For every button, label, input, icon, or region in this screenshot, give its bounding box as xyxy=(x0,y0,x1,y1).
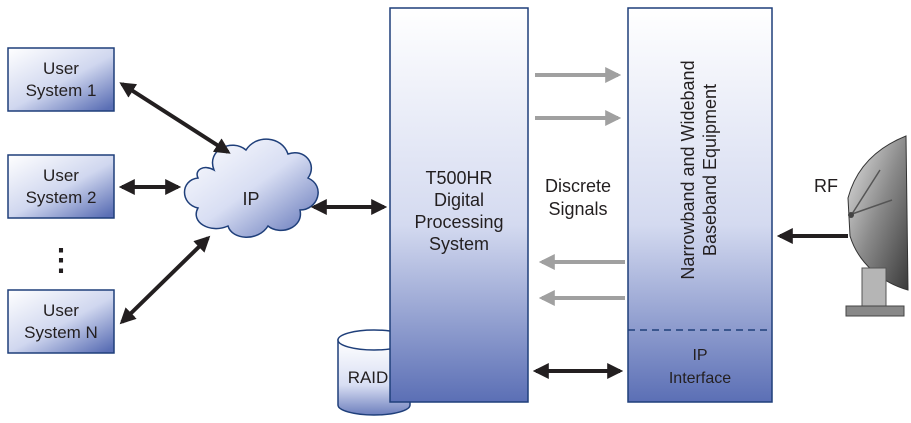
baseband-line1: Narrowband and Wideband xyxy=(678,60,698,279)
baseband-box: Narrowband and Wideband Baseband Equipme… xyxy=(627,7,773,403)
user-system-n-box: User System N xyxy=(7,289,115,354)
processor-box: T500HR Digital Processing System xyxy=(389,7,529,403)
processor-line4: System xyxy=(429,234,489,254)
rf-label: RF xyxy=(814,176,838,196)
baseband-line2: Baseband Equipment xyxy=(700,84,720,256)
user-system-2-box: User System 2 xyxy=(7,154,115,219)
ip-interface-line2: Interface xyxy=(669,370,731,387)
user-system-1-box: User System 1 xyxy=(7,47,115,112)
discrete-line2: Signals xyxy=(548,199,607,219)
discrete-line1: Discrete xyxy=(545,176,611,196)
user-system-n-line2: System N xyxy=(24,323,98,342)
user-system-2-line2: System 2 xyxy=(26,188,97,207)
ip-cloud: IP xyxy=(183,138,319,238)
raid-label: RAID xyxy=(348,368,389,387)
user-system-1-line1: User xyxy=(43,59,79,78)
arrow-usern-cloud xyxy=(119,235,211,325)
processor-line2: Digital xyxy=(434,190,484,210)
ip-interface-line1: IP xyxy=(692,347,707,364)
ellipsis-dots: ⋮ xyxy=(46,244,76,277)
satellite-dish-icon xyxy=(845,135,909,317)
user-system-2-line1: User xyxy=(43,166,79,185)
arrow-user1-cloud xyxy=(119,82,231,154)
user-system-n-line1: User xyxy=(43,301,79,320)
processor-line1: T500HR xyxy=(425,168,492,188)
ip-cloud-label: IP xyxy=(242,189,259,209)
user-system-1-line2: System 1 xyxy=(26,81,97,100)
processor-line3: Processing xyxy=(414,212,503,232)
